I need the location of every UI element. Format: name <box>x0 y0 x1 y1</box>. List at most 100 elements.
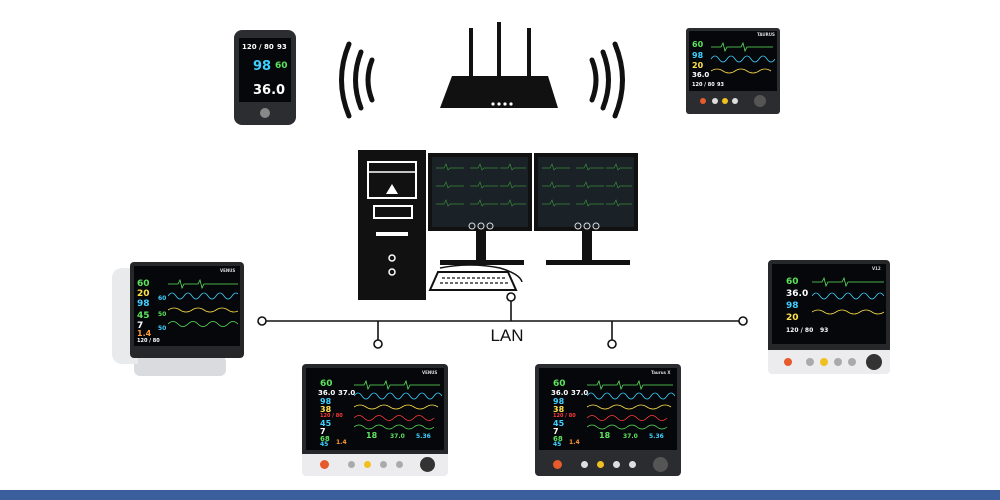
bottom-right-key-3 <box>597 461 604 468</box>
bottom-left-screen: VENUS 60 36.0 37.0 98 38 120 / 80 45 7 6… <box>306 368 444 450</box>
bottom-left-v1: 60 <box>320 379 333 389</box>
bottom-right-v7: 7 <box>553 427 559 436</box>
left-monitor-screen: VENUS 60 20 98 45 7 1.4 120 / 80 60 50 5… <box>134 266 240 346</box>
right-monitor: V12 60 36.0 98 20 120 / 80 93 <box>768 260 890 374</box>
right-monitor-brand: V12 <box>872 266 881 271</box>
bottom-left-bezel: VENUS 60 36.0 37.0 98 38 120 / 80 45 7 6… <box>302 364 448 454</box>
top-right-v3: 20 <box>692 61 704 70</box>
right-monitor-waveforms <box>812 276 884 315</box>
handheld-button <box>260 108 270 118</box>
left-monitor-v4: 45 <box>137 311 150 321</box>
keyboard-cable <box>439 264 523 283</box>
right-monitor-v3: 98 <box>786 301 799 311</box>
central-monitor-left-icon <box>428 153 532 265</box>
bottom-right-v3: 98 <box>553 397 565 406</box>
bottom-left-v5: 120 / 80 <box>320 413 343 419</box>
bottom-right-v9: 45 <box>553 441 562 448</box>
central-monitor-right-icon <box>534 153 638 265</box>
bottom-right-v13: 5.36 <box>649 433 664 440</box>
left-monitor-v1: 60 <box>137 279 150 289</box>
wifi-right-icon <box>589 41 625 119</box>
bottom-left-key-2 <box>348 461 355 468</box>
left-monitor-side1: 60 <box>158 295 167 302</box>
top-right-temp: 36.0 <box>692 71 710 79</box>
bottom-accent-bar <box>0 490 1000 500</box>
left-monitor-brand: VENUS <box>220 268 236 273</box>
top-right-v2: 98 <box>692 51 704 60</box>
right-monitor-key-2 <box>806 358 814 366</box>
left-monitor-v6: 1.4 <box>137 329 152 338</box>
bottom-right-brand: Taurus X <box>651 370 671 375</box>
left-monitor-stand <box>134 356 226 376</box>
wifi-left-icon <box>339 41 375 119</box>
bottom-left-v10: 1.4 <box>336 439 347 446</box>
bottom-left-v9: 45 <box>320 441 329 448</box>
bottom-right-key-1 <box>553 460 562 469</box>
right-monitor-knob <box>866 354 882 370</box>
computer-tower-icon <box>358 150 426 300</box>
handheld-monitor: 120 / 80 93 98 60 36.0 <box>234 30 296 125</box>
left-monitor-side2: 50 <box>158 311 167 318</box>
bottom-left-key-4 <box>380 461 387 468</box>
top-right-v1: 60 <box>692 40 704 49</box>
left-monitor-body: VENUS 60 20 98 45 7 1.4 120 / 80 60 50 5… <box>130 262 244 358</box>
bottom-left-v11: 18 <box>366 431 378 440</box>
bottom-left-brand: VENUS <box>422 370 438 375</box>
bottom-left-key-5 <box>396 461 403 468</box>
bottom-left-v8: 68 <box>320 435 330 443</box>
bottom-right-v5: 120 / 80 <box>553 413 576 419</box>
bottom-left-waveforms <box>354 380 442 430</box>
bottom-right-v2: 36.0 <box>551 389 569 397</box>
bottom-left-v13: 5.36 <box>416 433 431 440</box>
left-monitor-v3: 98 <box>137 299 150 309</box>
lan-node-right <box>738 316 748 326</box>
left-monitor-bp: 120 / 80 <box>137 338 160 344</box>
bottom-right-v1: 60 <box>553 379 566 389</box>
bottom-left-v7: 7 <box>320 427 326 436</box>
bottom-right-v10: 1.4 <box>569 439 580 446</box>
top-right-bp-extra: 93 <box>717 82 724 88</box>
bottom-right-v11: 18 <box>599 431 611 440</box>
right-monitor-v1: 60 <box>786 277 799 287</box>
bottom-right-key-2 <box>581 461 588 468</box>
bottom-right-monitor: Taurus X 60 36.0 37.0 98 38 120 / 80 45 … <box>535 364 681 476</box>
bottom-right-v4: 38 <box>553 405 565 414</box>
top-right-key-4 <box>732 98 738 104</box>
bottom-left-v2b: 37.0 <box>338 389 356 397</box>
top-right-waveforms <box>711 41 775 74</box>
handheld-bp-extra: 93 <box>277 43 287 51</box>
bottom-left-v3: 98 <box>320 397 332 406</box>
right-monitor-key-4 <box>834 358 842 366</box>
router-icon <box>440 22 558 108</box>
top-right-knob <box>754 95 766 107</box>
bottom-left-key-1 <box>320 460 329 469</box>
top-right-brand: TAURUS <box>757 32 775 37</box>
handheld-pr: 60 <box>275 61 288 71</box>
right-monitor-screen: V12 60 36.0 98 20 120 / 80 93 <box>772 264 886 344</box>
top-right-screen: TAURUS 60 98 20 36.0 120 / 80 93 <box>689 31 777 91</box>
bottom-left-v2: 36.0 <box>318 389 336 397</box>
top-right-key-2 <box>712 98 718 104</box>
left-monitor-side3: 50 <box>158 325 167 332</box>
right-monitor-v2: 36.0 <box>786 289 809 299</box>
bottom-right-screen: Taurus X 60 36.0 37.0 98 38 120 / 80 45 … <box>539 368 677 450</box>
lan-node-left <box>257 316 267 326</box>
bottom-right-key-5 <box>629 461 636 468</box>
handheld-bp: 120 / 80 <box>242 43 274 51</box>
bottom-left-v4: 38 <box>320 405 332 414</box>
bottom-left-monitor: VENUS 60 36.0 37.0 98 38 120 / 80 45 7 6… <box>302 364 448 476</box>
right-monitor-key-1 <box>784 358 792 366</box>
bottom-right-v12: 37.0 <box>623 433 638 440</box>
right-monitor-bezel: V12 60 36.0 98 20 120 / 80 93 <box>768 260 890 350</box>
bottom-left-key-3 <box>364 461 371 468</box>
right-monitor-key-5 <box>848 358 856 366</box>
central-screen-grid <box>436 163 632 207</box>
left-monitor-v5: 7 <box>137 321 144 331</box>
handheld-screen: 120 / 80 93 98 60 36.0 <box>239 38 291 102</box>
keyboard-icon <box>428 271 518 291</box>
bottom-left-v6: 45 <box>320 419 332 428</box>
left-monitor-v2: 20 <box>137 289 150 299</box>
lan-node-bottom-right <box>607 339 617 349</box>
lan-label: LAN <box>490 326 524 345</box>
